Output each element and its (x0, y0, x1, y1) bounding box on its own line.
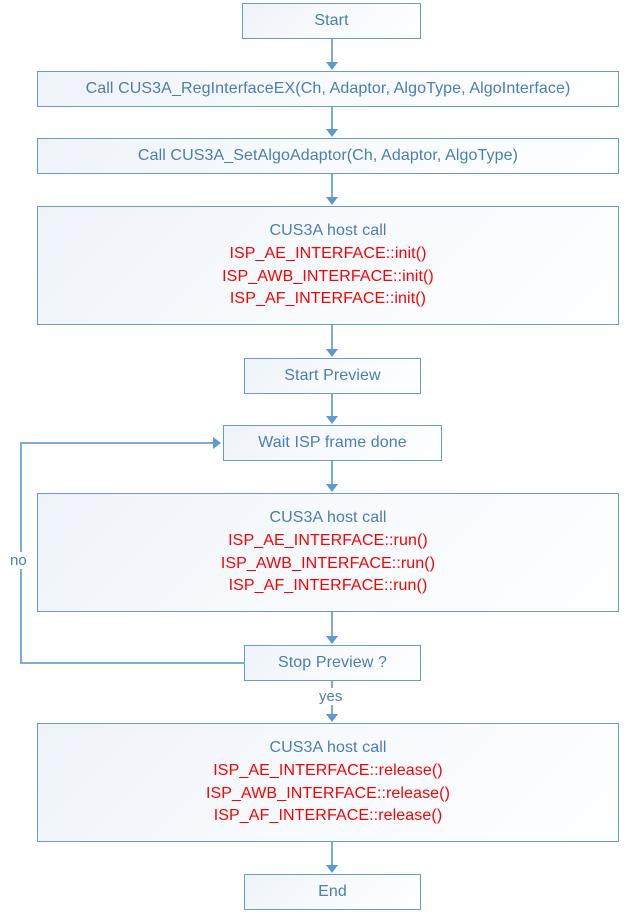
connector-release-to-end (331, 842, 333, 866)
node-host-call-run-title: CUS3A host call (269, 509, 387, 527)
connector-reg-to-setalgo (331, 107, 333, 130)
loop-no-segment-top (20, 442, 214, 444)
arrow-start-preview-to-wait (326, 416, 338, 424)
node-start[interactable]: Start (242, 3, 421, 39)
node-host-call-release[interactable]: CUS3A host call ISP_AE_INTERFACE::releas… (37, 723, 619, 842)
node-host-call-init-line-1: ISP_AE_INTERFACE::init() (229, 244, 427, 262)
node-host-call-release-line-1: ISP_AE_INTERFACE::release() (213, 761, 443, 779)
node-host-call-run-line-1: ISP_AE_INTERFACE::run() (228, 531, 428, 549)
node-start-preview[interactable]: Start Preview (244, 358, 421, 394)
connector-wait-to-run (331, 461, 333, 485)
node-host-call-run[interactable]: CUS3A host call ISP_AE_INTERFACE::run() … (37, 493, 619, 612)
node-host-call-init-line-2: ISP_AWB_INTERFACE::init() (222, 267, 434, 285)
connector-init-to-start-preview (331, 325, 333, 350)
node-host-call-init-title: CUS3A host call (269, 222, 387, 240)
edge-label-no: no (8, 552, 29, 569)
node-stop-preview-label: Stop Preview ? (277, 653, 387, 671)
node-call-set-algo-adaptor-label: Call CUS3A_SetAlgoAdaptor(Ch, Adaptor, A… (137, 146, 519, 164)
arrow-setalgo-to-init (326, 197, 338, 205)
node-call-reg-interface-ex-label: Call CUS3A_RegInterfaceEX(Ch, Adaptor, A… (85, 79, 571, 97)
arrow-start-to-reg (326, 62, 338, 70)
node-host-call-run-line-2: ISP_AWB_INTERFACE::run() (220, 554, 436, 572)
node-start-label: Start (314, 11, 349, 29)
arrow-stop-preview-to-release (326, 714, 338, 722)
arrow-init-to-start-preview (326, 349, 338, 357)
edge-label-yes: yes (317, 688, 345, 705)
node-start-preview-label: Start Preview (284, 366, 381, 384)
connector-start-preview-to-wait (331, 394, 333, 417)
loop-no-segment-bottom (20, 662, 245, 664)
arrow-release-to-end (326, 865, 338, 873)
arrow-reg-to-setalgo (326, 129, 338, 137)
node-host-call-release-line-3: ISP_AF_INTERFACE::release() (213, 807, 443, 825)
node-end-label: End (318, 882, 347, 900)
node-host-call-release-line-2: ISP_AWB_INTERFACE::release() (205, 784, 451, 802)
arrow-wait-to-run (326, 484, 338, 492)
arrow-run-to-stop-preview (326, 636, 338, 644)
node-host-call-release-title: CUS3A host call (269, 739, 387, 757)
connector-setalgo-to-init (331, 174, 333, 198)
node-end[interactable]: End (244, 874, 421, 910)
node-host-call-init-line-3: ISP_AF_INTERFACE::init() (229, 290, 427, 308)
node-host-call-init[interactable]: CUS3A host call ISP_AE_INTERFACE::init()… (37, 206, 619, 325)
connector-start-to-reg (331, 39, 333, 63)
node-stop-preview-decision[interactable]: Stop Preview ? (244, 645, 421, 681)
node-wait-isp-frame-done[interactable]: Wait ISP frame done (223, 425, 442, 461)
node-host-call-run-line-3: ISP_AF_INTERFACE::run() (228, 577, 428, 595)
node-call-reg-interface-ex[interactable]: Call CUS3A_RegInterfaceEX(Ch, Adaptor, A… (37, 71, 619, 107)
node-call-set-algo-adaptor[interactable]: Call CUS3A_SetAlgoAdaptor(Ch, Adaptor, A… (37, 138, 619, 174)
arrow-loop-no-into-wait (213, 437, 221, 449)
node-wait-isp-frame-done-label: Wait ISP frame done (258, 433, 407, 451)
connector-run-to-stop-preview (331, 612, 333, 637)
